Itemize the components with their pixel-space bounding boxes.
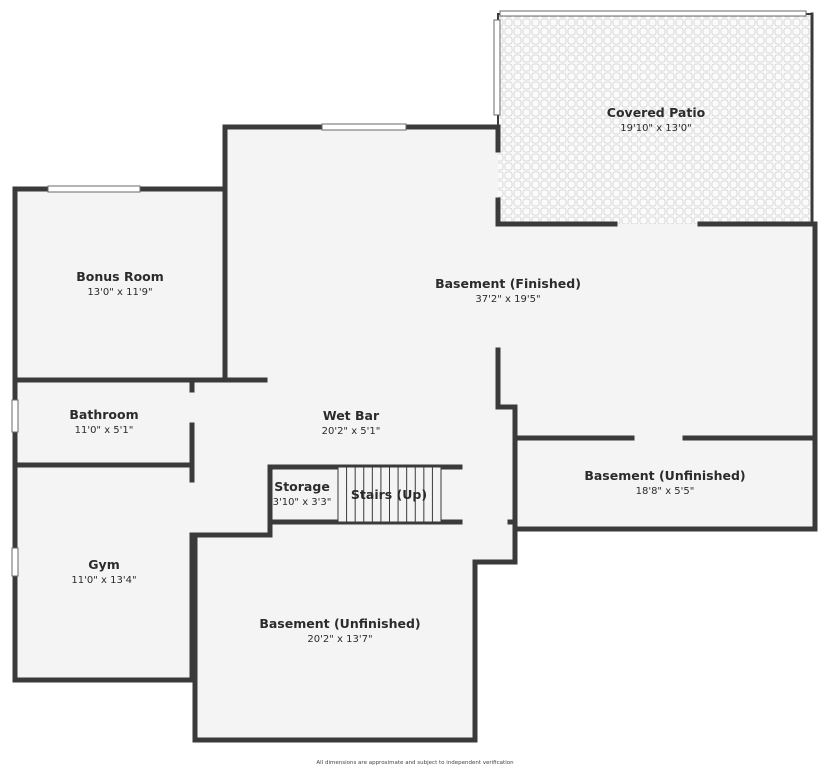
room-dim-basement-finished: 37'2" x 19'5" [475,294,540,305]
room-dim-bathroom: 11'0" x 5'1" [75,425,134,436]
room-name-wet-bar: Wet Bar [323,408,380,423]
room-name-gym: Gym [88,557,119,572]
room-name-basement-unfinished-bottom: Basement (Unfinished) [259,616,420,631]
basement-floor [15,127,815,740]
room-dim-gym: 11'0" x 13'4" [71,575,136,586]
room-dim-wet-bar: 20'2" x 5'1" [322,426,381,437]
footer-disclaimer: All dimensions are approximate and subje… [316,760,514,766]
floor-fills [15,14,815,740]
stairs [337,466,442,523]
window [321,123,407,131]
room-name-stairs: Stairs (Up) [351,487,427,502]
room-dim-storage: 3'10" x 3'3" [273,497,332,508]
room-labels: Covered Patio 19'10" x 13'0" Basement (F… [69,105,745,766]
room-dim-covered-patio: 19'10" x 13'0" [620,123,692,134]
room-name-bonus-room: Bonus Room [76,269,164,284]
patio-floor [498,14,812,224]
windows [11,10,807,577]
window [47,185,141,193]
room-name-bathroom: Bathroom [69,407,138,422]
room-dim-basement-unfinished-right: 18'8" x 5'5" [636,486,695,497]
window [493,19,501,116]
window [11,399,19,433]
room-name-storage: Storage [274,479,330,494]
stair-treads [346,467,433,522]
window [499,10,807,17]
room-name-basement-unfinished-right: Basement (Unfinished) [584,468,745,483]
room-dim-basement-unfinished-bottom: 20'2" x 13'7" [307,634,372,645]
window [11,547,19,577]
room-name-covered-patio: Covered Patio [607,105,706,120]
room-name-basement-finished: Basement (Finished) [435,276,581,291]
room-dim-bonus-room: 13'0" x 11'9" [87,287,152,298]
